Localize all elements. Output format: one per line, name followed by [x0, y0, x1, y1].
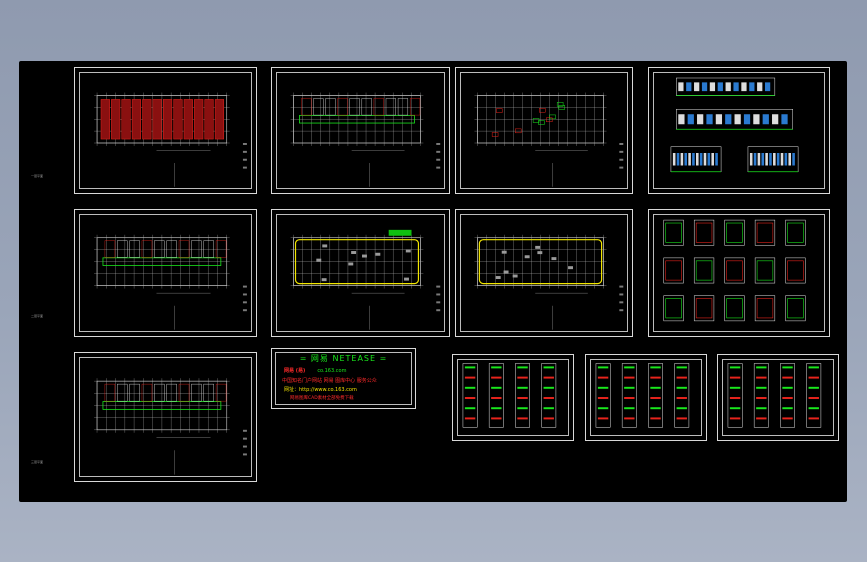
sheet-drawing — [670, 77, 799, 173]
side-label-3: 三层平面 — [31, 460, 44, 464]
sheet-roof-plan[interactable] — [455, 67, 633, 194]
sheet-elevations[interactable] — [648, 67, 830, 194]
sheet-foundation-plan[interactable] — [271, 209, 450, 337]
notice-frame — [275, 352, 412, 405]
sheet-floor-plan-3[interactable] — [74, 209, 257, 337]
notice-line1-text: 网易 (易) — [284, 368, 306, 374]
sheet-drawing — [94, 92, 247, 187]
sheet-drawing — [290, 92, 441, 187]
notice-line1: 网易 (易) co.163.com — [284, 367, 346, 374]
sheet-frame — [460, 214, 628, 332]
sheet-floor-plan-4[interactable] — [74, 352, 257, 482]
sheet-structure-plan[interactable] — [455, 209, 633, 337]
sheet-frame — [457, 359, 569, 436]
sheet-frame — [276, 72, 445, 189]
sheet-detail-3[interactable] — [585, 354, 707, 441]
sheet-frame — [79, 72, 252, 189]
sheet-floor-plan-2[interactable] — [271, 67, 450, 194]
sheet-detail-1[interactable] — [648, 209, 830, 337]
sheet-frame — [653, 72, 825, 189]
sheet-frame — [653, 214, 825, 332]
sheet-frame — [276, 214, 445, 332]
sheet-frame — [460, 72, 628, 189]
sheet-frame — [722, 359, 834, 436]
sheet-frame — [79, 214, 252, 332]
sheet-drawing — [663, 219, 806, 322]
notice-title: = 网易 NETEASE = — [299, 354, 388, 363]
sheet-frame — [79, 357, 252, 477]
sheet-drawing — [94, 378, 247, 475]
sheet-detail-4[interactable] — [717, 354, 839, 441]
sheet-drawing — [474, 234, 624, 330]
sheet-drawing — [94, 234, 247, 330]
sheet-detail-2[interactable] — [452, 354, 574, 441]
side-label-2: 二层平面 — [31, 314, 44, 318]
sheet-drawing — [727, 363, 822, 428]
notice-line4: 网易图库CAD素材全部免费下载 — [290, 396, 354, 401]
sheet-drawing — [290, 229, 441, 330]
sheet-drawing — [474, 92, 624, 187]
sheet-frame — [590, 359, 702, 436]
notice-line3: 网址：http://www.co.163.com — [284, 387, 357, 393]
side-label-1: 一层平面 — [31, 174, 44, 178]
sheet-drawing — [595, 363, 690, 428]
netease-notice: = 网易 NETEASE = 网易 (易) co.163.com 中国知名门户网站… — [271, 348, 416, 409]
drawing-canvas[interactable]: 一层平面 二层平面 三层平面 = 网易 NETEAS — [19, 61, 847, 502]
notice-line2: 中国知名门户网站 网易 图库中心 服务公众 — [282, 378, 377, 384]
sheet-drawing — [462, 363, 557, 428]
sheet-floor-plan-1[interactable] — [74, 67, 257, 194]
notice-url: co.163.com — [317, 368, 347, 374]
